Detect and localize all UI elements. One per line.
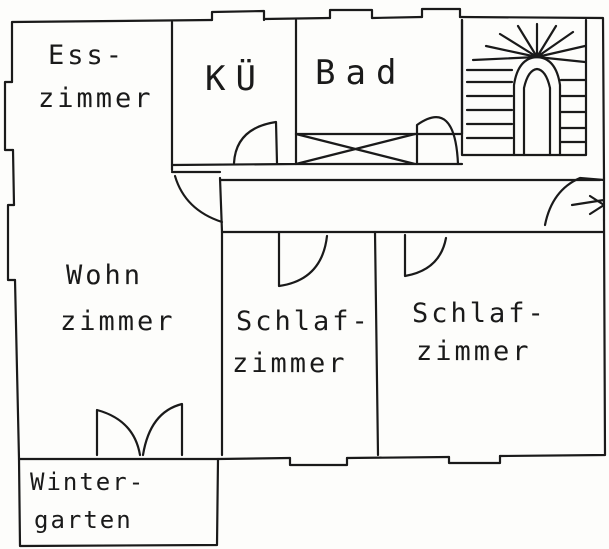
stair-rays [471,22,587,64]
bedroom-2-door [403,233,448,278]
window-left-2 [6,203,17,282]
bath-cross [294,132,464,166]
window-bottom-2 [447,454,502,465]
window-top-2 [328,8,374,20]
schlafzimmer-2-label-1: Schlaf- [412,298,547,329]
entrance-door [543,176,606,227]
kitchen-wall [170,18,298,167]
wintergarten-label-1: Winter- [30,468,146,496]
kitchen-door [232,120,279,165]
schlafzimmer-2-label-2: zimmer [416,336,532,367]
window-top-1 [210,9,266,22]
bad-label: Bad [315,53,407,93]
wohnzimmer-label-1: Wohn [66,260,144,291]
bedroom-1-door [277,230,329,288]
window-bottom-1 [288,456,349,467]
schlafzimmer-1-label-1: Schlaf- [236,306,371,337]
corridor-wall [170,163,605,234]
esszimmer-label-1: Ess- [48,40,126,71]
esszimmer-label-2: zimmer [38,83,154,114]
stair-arch [512,55,562,157]
wintergarten-label-2: garten [34,506,133,534]
schlafzimmer-1-label-2: zimmer [232,348,348,379]
bath-door [415,116,460,166]
stair-steps [465,68,587,144]
corridor-door [170,170,224,234]
window-top-3 [420,7,462,19]
partition-bedrooms [373,230,380,457]
wohnzimmer-label-2: zimmer [60,306,176,337]
kueche-label: KÜ [205,59,266,99]
living-double-door [95,402,184,457]
outer-wall [10,15,607,548]
window-left-1 [3,80,15,152]
